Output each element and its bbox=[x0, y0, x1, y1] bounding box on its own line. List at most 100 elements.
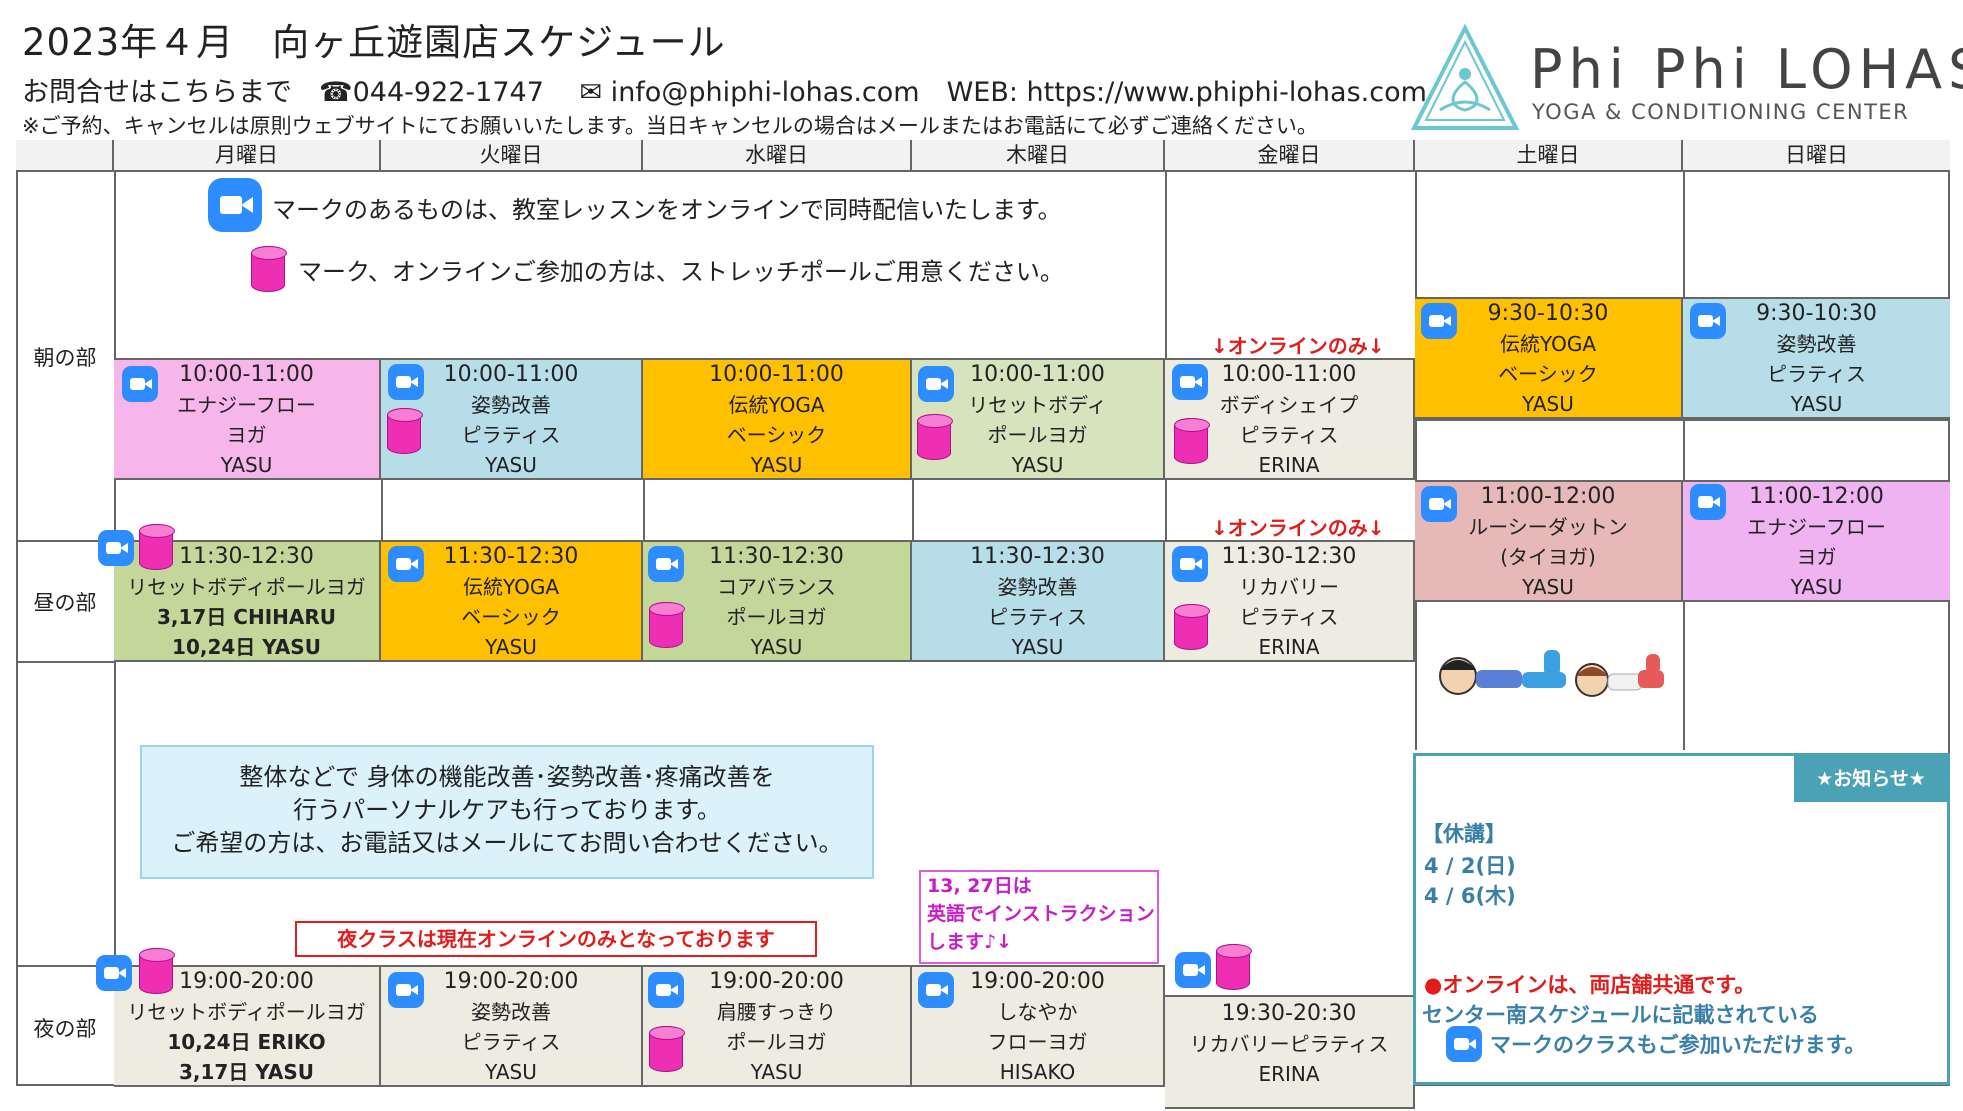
instructor: YASU bbox=[1790, 575, 1843, 599]
instructor: YASU bbox=[1790, 392, 1843, 416]
zoom-icon bbox=[208, 178, 262, 232]
day-fri: 金曜日 bbox=[1165, 140, 1415, 170]
class-name: リカバリー bbox=[1239, 575, 1339, 599]
english-note-line: 13, 27日は bbox=[927, 875, 1032, 897]
class-name: ピラティス bbox=[1239, 605, 1339, 629]
instructor: YASU bbox=[220, 453, 273, 477]
class-sat-morning[interactable]: 9:30-10:30 伝統YOGA ベーシック YASU bbox=[1415, 297, 1683, 419]
section-noon: 昼の部 bbox=[33, 591, 97, 615]
zoom-icon bbox=[388, 972, 424, 1008]
stretch-pole-icon bbox=[1174, 418, 1210, 464]
class-mon-morning[interactable]: 10:00-11:00 エナジーフロー ヨガ YASU bbox=[114, 358, 381, 480]
class-time: 9:30-10:30 bbox=[1487, 301, 1609, 326]
stretch-pole-icon bbox=[1216, 944, 1252, 990]
online-only-label: ↓オンラインのみ↓ bbox=[1211, 516, 1385, 540]
class-time: 10:00-11:00 bbox=[970, 362, 1105, 387]
instructor: YASU bbox=[750, 1060, 803, 1084]
divider bbox=[912, 480, 914, 540]
class-wed-night[interactable]: 19:00-20:00 肩腰すっきり ポールヨガ YASU bbox=[643, 965, 912, 1087]
divider bbox=[1415, 419, 1950, 421]
class-tue-morning[interactable]: 10:00-11:00 姿勢改善 ピラティス YASU bbox=[381, 358, 643, 480]
class-name: エナジーフロー bbox=[177, 393, 316, 417]
personal-care-text: ご希望の方は、お電話又はメールにてお問い合わせください。 bbox=[171, 829, 843, 857]
instructor: 3,17日 YASU bbox=[179, 1060, 314, 1084]
class-time: 11:30-12:30 bbox=[179, 544, 314, 569]
news-box: 【休講】 4 / 2(日) 4 / 6(木) ●オンラインは、両店舗共通です。 … bbox=[1413, 753, 1950, 1085]
zoom-icon bbox=[1175, 952, 1211, 988]
class-name: ルーシーダットン bbox=[1468, 515, 1628, 539]
zoom-icon bbox=[1446, 1026, 1482, 1062]
zoom-icon bbox=[1690, 484, 1726, 520]
class-name: ピラティス bbox=[461, 423, 561, 447]
class-name: ピラティス bbox=[1239, 423, 1339, 447]
stretch-pole-icon bbox=[251, 246, 287, 292]
class-time: 19:00-20:00 bbox=[443, 969, 579, 994]
class-name: エナジーフロー bbox=[1747, 515, 1886, 539]
class-tue-noon[interactable]: 11:30-12:30 伝統YOGA ベーシック YASU bbox=[381, 540, 643, 662]
instructor: YASU bbox=[750, 453, 803, 477]
class-tue-night[interactable]: 19:00-20:00 姿勢改善 ピラティス YASU bbox=[381, 965, 643, 1087]
instructor: YASU bbox=[1522, 575, 1574, 599]
class-name: 姿勢改善 bbox=[471, 393, 551, 417]
class-name: 姿勢改善 bbox=[471, 1000, 551, 1024]
class-time: 10:00-11:00 bbox=[179, 362, 314, 387]
instructor: 10,24日 YASU bbox=[172, 635, 321, 659]
zoom-icon bbox=[388, 546, 424, 582]
class-name: ピラティス bbox=[988, 605, 1087, 629]
contact-line: お問合せはこちらまで ☎044-922-1747 ✉ info@phiphi-l… bbox=[22, 77, 1427, 108]
class-name: 伝統YOGA bbox=[728, 393, 825, 417]
class-sat-noon[interactable]: 11:00-12:00 ルーシーダットン (タイヨガ) YASU bbox=[1415, 480, 1683, 602]
stretch-pole-icon bbox=[649, 602, 685, 648]
class-name: ボディシェイプ bbox=[1219, 393, 1359, 417]
instructor: ERINA bbox=[1258, 635, 1320, 659]
logo-name: Phi Phi LOHAS bbox=[1530, 38, 1963, 101]
zoom-icon bbox=[1690, 303, 1726, 339]
class-sun-noon[interactable]: 11:00-12:00 エナジーフロー ヨガ YASU bbox=[1683, 480, 1950, 602]
day-sat: 土曜日 bbox=[1415, 140, 1683, 170]
class-name: コアバランス bbox=[717, 575, 836, 599]
class-time: 11:30-12:30 bbox=[1221, 544, 1357, 569]
class-time: 10:00-11:00 bbox=[1221, 362, 1357, 387]
class-name: ポールヨガ bbox=[987, 423, 1088, 447]
divider bbox=[16, 540, 116, 542]
class-thu-night[interactable]: 19:00-20:00 しなやか フローヨガ HISAKO bbox=[912, 965, 1165, 1087]
class-time: 19:00-20:00 bbox=[179, 969, 314, 994]
instructor: ERINA bbox=[1258, 453, 1320, 477]
instructor: 10,24日 ERIKO bbox=[167, 1030, 326, 1054]
class-time: 19:30-20:30 bbox=[1221, 1001, 1357, 1026]
zoom-icon bbox=[388, 364, 424, 400]
day-mon: 月曜日 bbox=[114, 140, 381, 170]
stretch-pole-icon bbox=[649, 1026, 685, 1072]
class-name: 姿勢改善 bbox=[997, 575, 1078, 599]
class-fri-night[interactable]: 19:30-20:30 リカバリーピラティス ERINA bbox=[1165, 995, 1415, 1109]
class-name: ベーシック bbox=[1498, 362, 1598, 386]
class-time: 11:30-12:30 bbox=[709, 544, 844, 569]
class-time: 9:30-10:30 bbox=[1756, 301, 1877, 326]
class-name: 伝統YOGA bbox=[1499, 332, 1597, 356]
class-thu-morning[interactable]: 10:00-11:00 リセットボディ ポールヨガ YASU bbox=[912, 358, 1165, 480]
class-name: ベーシック bbox=[726, 423, 827, 447]
corner-cell bbox=[16, 140, 114, 170]
divider bbox=[16, 170, 1950, 172]
class-name: リカバリーピラティス bbox=[1189, 1032, 1389, 1056]
news-tag: ★お知らせ★ bbox=[1794, 756, 1948, 802]
class-wed-noon[interactable]: 11:30-12:30 コアバランス ポールヨガ YASU bbox=[643, 540, 912, 662]
instructor: YASU bbox=[485, 453, 537, 477]
class-name: ピラティス bbox=[1767, 362, 1866, 386]
class-wed-morning[interactable]: 10:00-11:00 伝統YOGA ベーシック YASU bbox=[643, 358, 912, 480]
zoom-icon bbox=[1421, 303, 1457, 339]
zoom-icon bbox=[1421, 486, 1457, 522]
instructor: HISAKO bbox=[999, 1060, 1076, 1084]
instructor: YASU bbox=[1011, 453, 1064, 477]
logo-subtitle: YOGA & CONDITIONING CENTER bbox=[1532, 100, 1910, 124]
stretch-pole-icon bbox=[387, 408, 423, 454]
closed-date: 4 / 6(木) bbox=[1424, 884, 1516, 908]
instructor: YASU bbox=[750, 635, 803, 659]
night-online-note: 夜クラスは現在オンラインのみとなっております bbox=[295, 921, 817, 957]
divider bbox=[1683, 170, 1685, 750]
divider bbox=[16, 661, 116, 663]
class-sun-morning[interactable]: 9:30-10:30 姿勢改善 ピラティス YASU bbox=[1683, 297, 1950, 419]
zoom-icon bbox=[1172, 364, 1208, 400]
zoom-icon bbox=[918, 972, 954, 1008]
class-thu-noon[interactable]: 11:30-12:30 姿勢改善 ピラティス YASU bbox=[912, 540, 1165, 662]
